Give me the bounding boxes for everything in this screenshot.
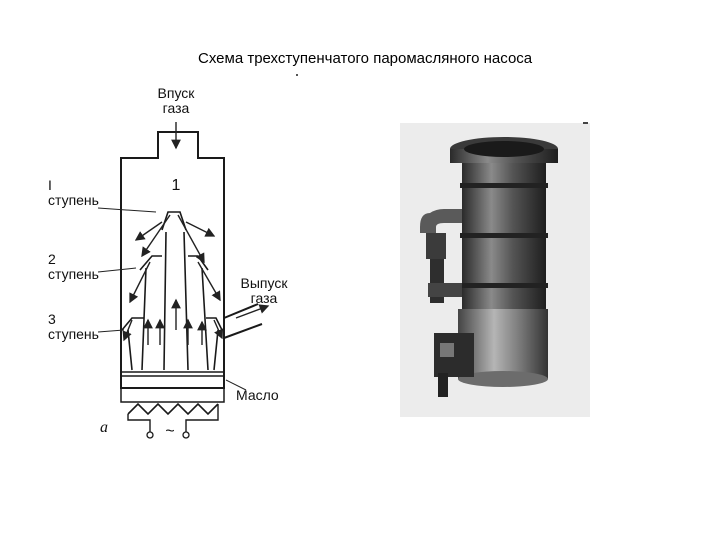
figure-letter: а xyxy=(100,419,108,436)
heater-coil xyxy=(127,402,219,416)
terminal-right xyxy=(182,431,190,439)
oil-layer xyxy=(121,371,224,377)
ac-symbol: ~ xyxy=(165,423,175,440)
outlet-duct xyxy=(223,303,263,339)
terminal-left xyxy=(146,431,154,439)
stage3-nozzle xyxy=(121,317,223,331)
stage1-label: I ступень xyxy=(48,177,99,208)
stage-roman-label: 1 xyxy=(171,177,181,194)
outlet-label: Выпуск газа xyxy=(240,275,288,306)
photo-corner-mark xyxy=(583,122,588,124)
stage1-nozzle xyxy=(161,211,187,231)
vapor-pump-photo-icon xyxy=(420,137,558,397)
stage2-label: 2 ступень xyxy=(48,251,99,282)
boiler-base xyxy=(120,388,225,403)
outlet-arrow xyxy=(235,304,270,319)
stage2-tube xyxy=(141,267,209,371)
inlet-label: Впуск газа xyxy=(157,85,195,116)
page-title: Схема трехступенчатого паромасляного нас… xyxy=(198,50,533,67)
pump-housing xyxy=(120,131,225,389)
central-tube xyxy=(163,231,189,371)
stray-dot xyxy=(296,74,298,76)
pump-photo xyxy=(400,123,590,417)
oil-label: Масло xyxy=(236,387,279,403)
stage3-label: 3 ступень xyxy=(48,311,99,342)
